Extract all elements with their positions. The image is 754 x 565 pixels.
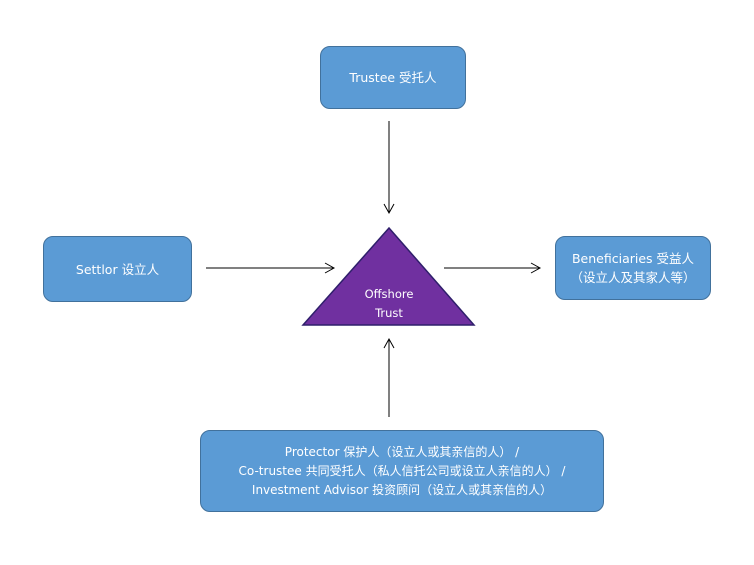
trustee-label: Trustee 受托人	[349, 70, 437, 85]
protector-label: Protector 保护人（设立人或其亲信的人） /	[284, 444, 520, 459]
offshore-trust-label: Offshore Trust	[340, 285, 438, 323]
offshore-trust-line2: Trust	[375, 306, 403, 320]
settlor-label: Settlor 设立人	[75, 261, 160, 277]
beneficiaries-label-line2: （设立人及其家人等）	[570, 270, 696, 285]
offshore-trust-triangle	[301, 226, 476, 326]
protector-cotrustee-advisor-node: Protector 保护人（设立人或其亲信的人） / Co-trustee 共同…	[200, 430, 604, 512]
beneficiaries-label-line1: Beneficiaries 受益人	[571, 251, 695, 266]
trustee-node: Trustee 受托人	[320, 46, 466, 109]
beneficiaries-node: Beneficiaries 受益人 （设立人及其家人等）	[555, 236, 711, 300]
investment-advisor-label: Investment Advisor 投资顾问（设立人或其亲信的人）	[251, 482, 553, 497]
settlor-node: Settlor 设立人	[43, 236, 192, 302]
cotrustee-label: Co-trustee 共同受托人（私人信托公司或设立人亲信的人） /	[238, 463, 566, 478]
offshore-trust-line1: Offshore	[364, 287, 414, 301]
